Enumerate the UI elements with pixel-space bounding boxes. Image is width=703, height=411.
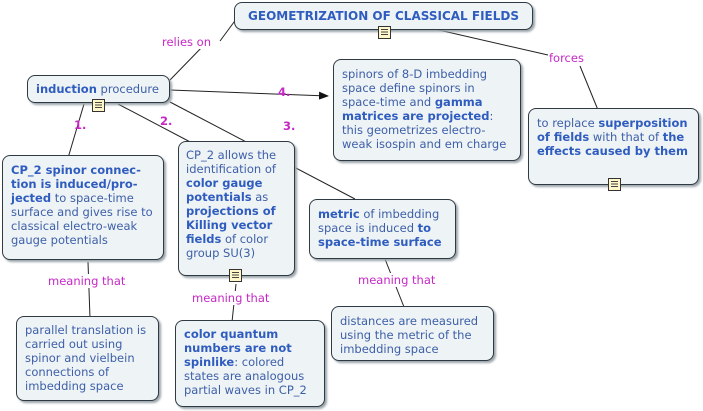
cp2-color-bold-2: projections of Killing vector fields [186, 204, 276, 246]
cp2-spinor-bold: CP_2 spinor connec-tion is induced/pro-j… [11, 163, 141, 205]
metric-bold-2: to space-time surface [318, 221, 442, 249]
spinors-node[interactable]: spinors of 8-D imbedding space define sp… [333, 59, 521, 161]
metric-text: of imbedding space is induced [318, 207, 440, 235]
step-number-2: 2. [160, 114, 173, 128]
cp2-color-bold-1: color gauge potentials [186, 176, 263, 204]
spinors-text-1: spinors of 8-D imbedding space define sp… [342, 67, 488, 109]
metric-bold-1: metric [318, 207, 360, 221]
step-number-4: 4. [278, 85, 291, 99]
document-icon[interactable] [92, 99, 105, 112]
metric-node[interactable]: metric of imbedding space is induced to … [309, 199, 456, 259]
color-quantum-bold: color quantum numbers are not spinlike [184, 327, 292, 369]
forces-node[interactable]: to replace superposition of fields with … [528, 108, 699, 185]
cp2-color-text-2: as [251, 190, 269, 204]
document-icon[interactable] [378, 26, 391, 39]
relies-on-label: relies on [162, 35, 211, 49]
arrow-4 [169, 89, 329, 100]
meaning-that-label-3: meaning that [358, 273, 436, 287]
forces-label: forces [549, 51, 584, 65]
document-icon[interactable] [229, 269, 242, 282]
color-quantum-node[interactable]: color quantum numbers are not spinlike: … [175, 320, 325, 407]
parallel-translation-node[interactable]: parallel translation is carried out usin… [16, 316, 159, 401]
forces-text-2: with that of [589, 130, 663, 144]
line-relies-on [169, 43, 206, 81]
cp2-color-text-1: CP_2 allows the identification of [186, 148, 277, 176]
spinors-text-2: : this geometrizes electro-weak isospin … [342, 109, 507, 151]
cp2-color-node[interactable]: CP_2 allows the identification of color … [178, 141, 295, 276]
forces-bold-1: superposition of fields [537, 116, 688, 144]
step-number-1: 1. [74, 118, 87, 132]
meaning-that-label-1: meaning that [48, 274, 126, 288]
cp2-spinor-node[interactable]: CP_2 spinor connec-tion is induced/pro-j… [2, 155, 164, 260]
induction-bold: induction [36, 82, 97, 96]
parallel-translation-text: parallel translation is carried out usin… [25, 323, 147, 393]
step-number-3: 3. [283, 119, 296, 133]
document-icon[interactable] [608, 178, 621, 191]
cp2-color-text-3: of color group SU(3) [186, 232, 269, 260]
meaning-that-label-2: meaning that [192, 291, 270, 305]
induction-text: procedure [96, 82, 159, 96]
title-text: GEOMETRIZATION OF CLASSICAL FIELDS [248, 9, 519, 23]
line-forces [579, 65, 599, 111]
spinors-bold: gamma matrices are projected [342, 95, 490, 123]
cp2-spinor-text: to space-time surface and gives rise to … [11, 191, 153, 247]
forces-text-1: to replace [537, 116, 599, 130]
forces-bold-2: the effects caused by them [537, 130, 688, 158]
distances-text: distances are measured using the metric … [340, 314, 479, 356]
induction-node[interactable]: induction procedure [27, 75, 170, 103]
color-quantum-text: : colored states are analogous partial w… [184, 355, 307, 397]
distances-node[interactable]: distances are measured using the metric … [331, 306, 494, 361]
title-node[interactable]: GEOMETRIZATION OF CLASSICAL FIELDS [234, 2, 533, 30]
